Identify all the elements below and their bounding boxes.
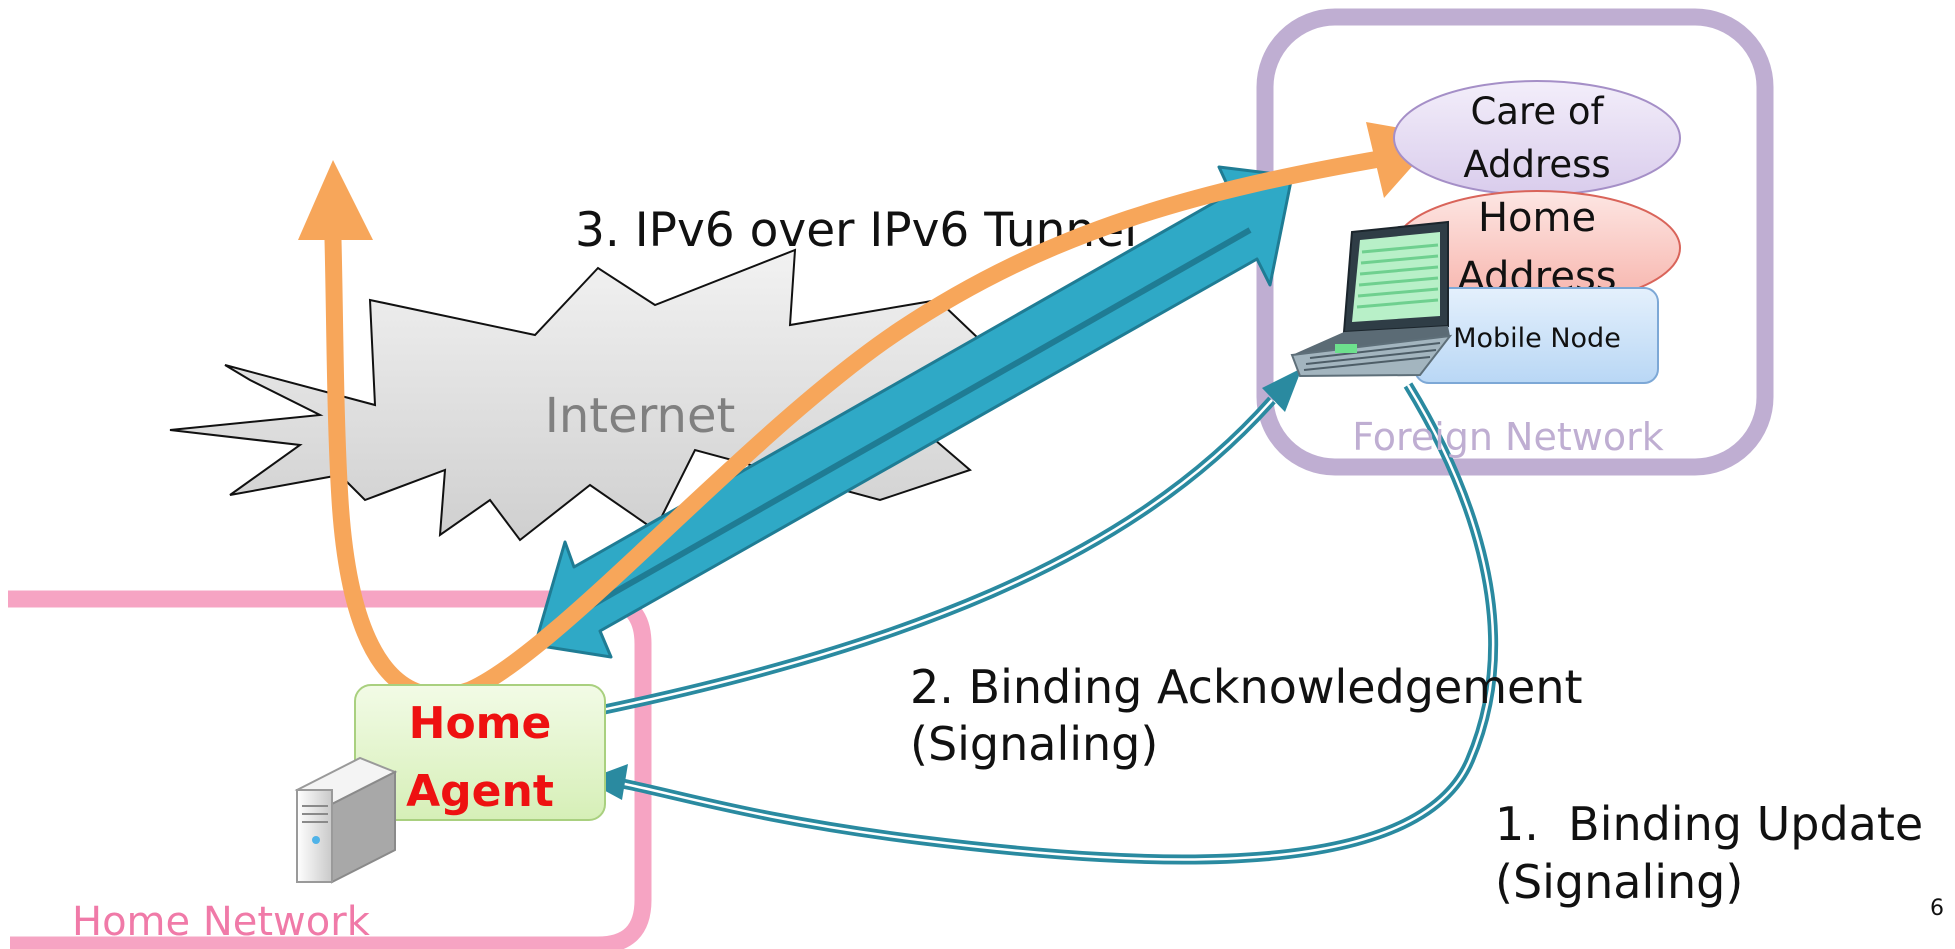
slide-number: 6 [1930, 896, 1944, 921]
orange-arrowhead-up [298, 160, 373, 240]
home-address-line1: Home [1478, 195, 1596, 241]
care-of-address-line2: Address [1463, 143, 1610, 186]
binding-update-line2: (Signaling) [1495, 855, 1743, 909]
binding-update-line1: 1. Binding Update [1495, 797, 1923, 851]
home-agent-box [354, 684, 606, 821]
laptop-icon [1290, 220, 1453, 378]
binding-ack-arrowhead [1262, 368, 1302, 412]
foreign-network-label: Foreign Network [1352, 415, 1663, 459]
home-network-label: Home Network [72, 899, 371, 945]
home-agent-line2: Agent [406, 766, 554, 817]
binding-update-arrowhead [585, 764, 628, 800]
server-icon [294, 756, 398, 884]
care-of-address-line1: Care of [1470, 90, 1604, 133]
binding-ack-line2: (Signaling) [910, 717, 1158, 771]
home-agent-line1: Home [409, 698, 552, 749]
binding-ack-line1: 2. Binding Acknowledgement [910, 660, 1583, 714]
internet-label: Internet [545, 388, 736, 444]
mobile-node-label: Mobile Node [1453, 323, 1621, 354]
orange-route-arrow [324, 149, 1394, 705]
